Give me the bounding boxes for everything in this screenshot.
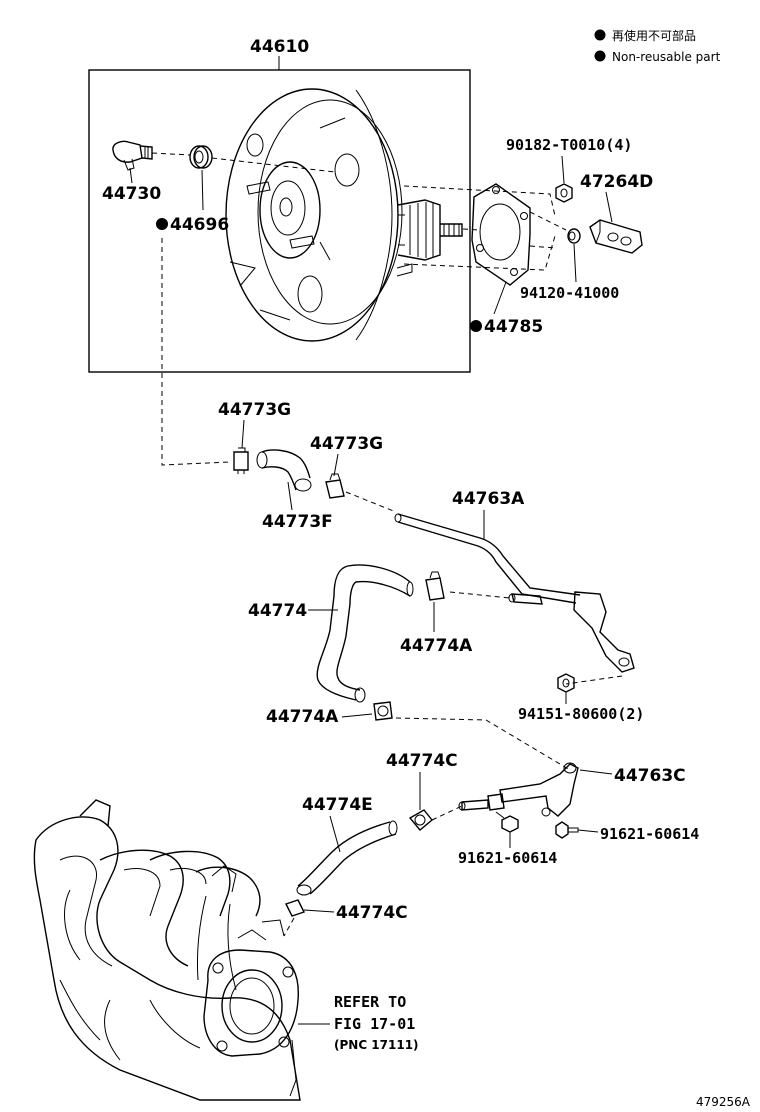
bracket-47264d (589, 219, 643, 254)
label-94120-41000: 94120-41000 (520, 284, 619, 302)
clip-44773g-right (325, 473, 345, 499)
clip-44774a-bottom (373, 701, 393, 721)
label-44774a-top: 44774A (400, 636, 473, 656)
non-reusable-dot-icon (594, 29, 606, 41)
label-44774e: 44774E (302, 795, 373, 815)
bolt-94151 (557, 673, 575, 693)
reference-line1: REFER TO (334, 993, 406, 1011)
label-44774a-bottom: 44774A (266, 707, 339, 727)
booster-frame (88, 69, 471, 373)
label-44730: 44730 (102, 184, 161, 204)
clip-44774c-bottom (285, 899, 305, 917)
pipe-44763c (458, 762, 579, 817)
label-44785: 44785 (484, 317, 543, 337)
brake-booster-body (225, 88, 463, 342)
label-44773g-right: 44773G (310, 434, 383, 454)
clip-44774c-top (408, 809, 433, 831)
non-reusable-dot-icon (470, 320, 482, 332)
legend-english: Non-reusable part (612, 50, 721, 64)
nut-90182 (555, 183, 573, 203)
check-valve-44730 (112, 140, 153, 171)
clip-44773g-left (233, 447, 249, 474)
non-reusable-dot-icon (594, 50, 606, 62)
hose-44774 (316, 564, 414, 703)
gasket-44785 (471, 183, 531, 286)
legend-japanese: 再使用不可部品 (612, 28, 696, 43)
label-90182-t0010: 90182-T0010(4) (506, 136, 632, 154)
bolt-91621-right (555, 821, 579, 839)
intake-manifold (33, 799, 301, 1101)
label-44774c-top: 44774C (386, 751, 458, 771)
connection-line (161, 238, 231, 466)
legend: 再使用不可部品 Non-reusable part (594, 28, 721, 64)
label-47264d: 47264D (580, 172, 653, 192)
reference-line2: FIG 17-01 (334, 1015, 415, 1033)
label-44774: 44774 (248, 601, 307, 621)
reference-note: REFER TO FIG 17-01 (PNC 17111) (298, 993, 419, 1052)
non-reusable-dot-icon (156, 218, 168, 230)
reference-line3: (PNC 17111) (334, 1038, 419, 1052)
label-44763a: 44763A (452, 489, 525, 509)
figure-id: 479256A (696, 1095, 751, 1109)
label-44774c-bottom: 44774C (336, 903, 408, 923)
nut-94120 (567, 228, 581, 244)
hose-44774e (296, 820, 398, 896)
label-44773g-left: 44773G (218, 400, 291, 420)
hose-44773f (256, 449, 312, 492)
label-44763c: 44763C (614, 766, 686, 786)
label-44696: 44696 (170, 215, 229, 235)
booster-assembly: 44610 (88, 37, 471, 373)
clip-44774a-top (425, 571, 445, 601)
label-94151-80600: 94151-80600(2) (518, 705, 644, 723)
label-91621-60614-bottom: 91621-60614 (458, 849, 557, 867)
grommet-44696 (189, 145, 213, 169)
pipe-44763a (394, 513, 635, 673)
label-91621-60614-right: 91621-60614 (600, 825, 699, 843)
label-44773f: 44773F (262, 512, 333, 532)
label-44610: 44610 (250, 37, 309, 57)
bolt-91621-bottom (495, 811, 519, 833)
